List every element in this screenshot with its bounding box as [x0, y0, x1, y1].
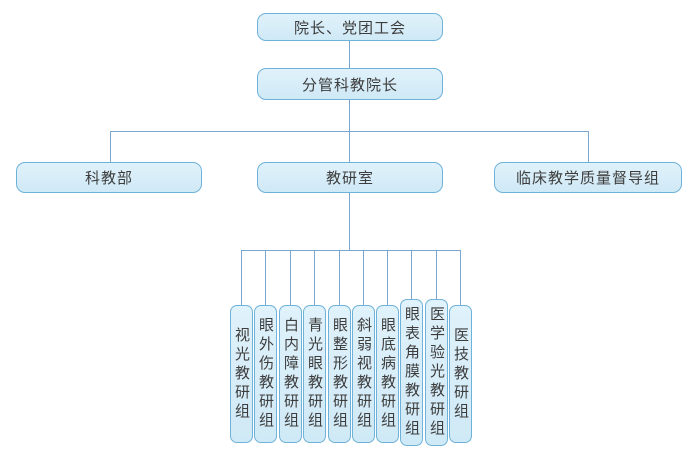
node-clinical-teaching-quality-supervision-group: 临床教学质量督导组 — [494, 162, 682, 193]
node-label: 医技教研组 — [452, 326, 470, 422]
node-optometry-group: 视光教研组 — [230, 305, 253, 443]
node-fundus-disease-group: 眼底病教研组 — [376, 305, 399, 443]
node-label: 眼整形教研组 — [331, 317, 349, 431]
node-cataract-group: 白内障教研组 — [279, 305, 302, 443]
node-ocular-surface-cornea-group: 眼表角膜教研组 — [400, 299, 423, 446]
connector-drop-group-2 — [265, 250, 266, 305]
connector-root-to-vice — [349, 41, 350, 68]
node-medical-technology-group: 医技教研组 — [449, 305, 472, 443]
node-teaching-research-office: 教研室 — [257, 162, 443, 193]
connector-drop-supervision-group — [588, 131, 589, 162]
connector-rail-groups — [241, 250, 461, 251]
node-label: 医学验光教研组 — [428, 306, 446, 439]
node-label: 白内障教研组 — [282, 317, 300, 431]
node-label: 视光教研组 — [233, 326, 251, 422]
node-science-education-vice-dean: 分管科教院长 — [257, 68, 443, 100]
node-medical-optometry-group: 医学验光教研组 — [425, 299, 448, 446]
connector-drop-group-5 — [339, 250, 340, 305]
connector-drop-science-education-dept — [110, 131, 111, 162]
connector-drop-group-10 — [460, 250, 461, 305]
node-label: 眼底病教研组 — [379, 317, 397, 431]
connector-drop-group-3 — [290, 250, 291, 305]
node-science-education-dept: 科教部 — [16, 162, 202, 193]
connector-drop-group-8 — [411, 250, 412, 299]
node-label: 斜弱视教研组 — [355, 317, 373, 431]
node-label: 青光眼教研组 — [306, 317, 324, 431]
connector-drop-group-9 — [436, 250, 437, 299]
connector-drop-group-7 — [387, 250, 388, 305]
connector-drop-group-1 — [241, 250, 242, 305]
connector-drop-group-4 — [314, 250, 315, 305]
node-label: 眼表角膜教研组 — [403, 306, 421, 439]
node-eye-trauma-group: 眼外伤教研组 — [254, 305, 277, 443]
connector-rail-departments — [110, 131, 588, 132]
node-label: 眼外伤教研组 — [257, 317, 275, 431]
connector-office-to-rail — [349, 193, 350, 250]
node-glaucoma-group: 青光眼教研组 — [303, 305, 326, 443]
node-oculoplastics-group: 眼整形教研组 — [328, 305, 351, 443]
node-dean-party-union: 院长、党团工会 — [257, 13, 443, 41]
node-strabismus-amblyopia-group: 斜弱视教研组 — [352, 305, 375, 443]
connector-drop-group-6 — [363, 250, 364, 305]
